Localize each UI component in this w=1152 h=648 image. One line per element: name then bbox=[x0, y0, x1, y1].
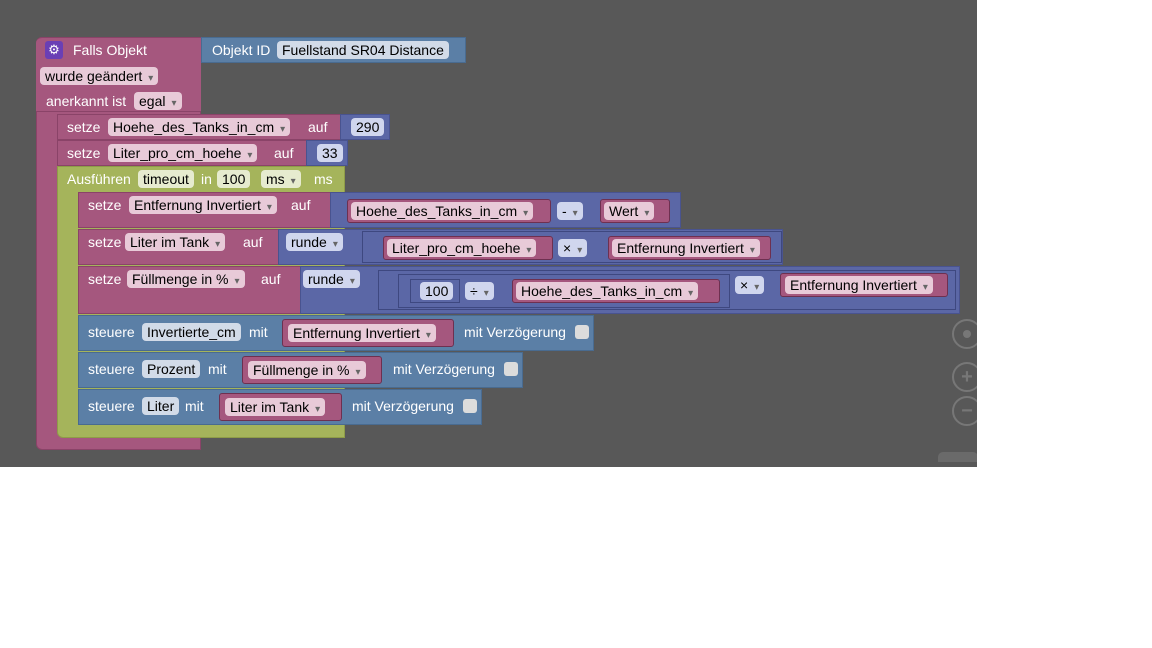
var-dropdown[interactable]: Entfernung Invertiert bbox=[129, 196, 277, 214]
delay-label: mit Verzögerung bbox=[393, 361, 495, 377]
timeout-name-field[interactable]: timeout bbox=[138, 170, 194, 188]
delay-checkbox[interactable] bbox=[575, 325, 589, 339]
trash-icon[interactable] bbox=[938, 452, 977, 462]
event-label: Falls Objekt bbox=[73, 42, 147, 58]
ack-dropdown[interactable]: egal bbox=[134, 92, 182, 110]
var-dropdown[interactable]: Wert bbox=[604, 202, 655, 220]
var-dropdown[interactable]: Liter_pro_cm_hoehe bbox=[387, 239, 537, 257]
var-dropdown[interactable]: Liter_pro_cm_hoehe bbox=[108, 144, 258, 162]
delay-checkbox[interactable] bbox=[463, 399, 477, 413]
set-label: setze bbox=[88, 197, 122, 213]
var-dropdown[interactable]: Füllmenge in % bbox=[248, 361, 366, 379]
var-dropdown[interactable]: Hoehe_des_Tanks_in_cm bbox=[108, 118, 291, 136]
zoom-out-icon[interactable]: − bbox=[952, 396, 977, 426]
target-field[interactable]: Invertierte_cm bbox=[142, 323, 241, 341]
round-dropdown[interactable]: runde bbox=[286, 233, 343, 251]
set-label: setze bbox=[67, 145, 101, 161]
blockly-workspace[interactable]: ⚙ Falls Objekt Objekt ID Fuellstand SR04… bbox=[0, 0, 977, 467]
var-dropdown[interactable]: Liter im Tank bbox=[225, 398, 326, 416]
var-dropdown[interactable]: Füllmenge in % bbox=[127, 270, 245, 288]
zoom-in-icon[interactable]: + bbox=[952, 362, 977, 392]
set-label: setze bbox=[88, 234, 122, 250]
set-label: setze bbox=[88, 271, 122, 287]
auf-label: auf bbox=[308, 119, 328, 135]
operator-dropdown[interactable]: × bbox=[558, 239, 588, 257]
var-dropdown[interactable]: Hoehe_des_Tanks_in_cm bbox=[516, 282, 699, 300]
var-dropdown[interactable]: Entfernung Invertiert bbox=[612, 239, 760, 257]
delay-checkbox[interactable] bbox=[504, 362, 518, 376]
mit-label: mit bbox=[249, 324, 268, 340]
operator-dropdown[interactable]: ÷ bbox=[465, 282, 494, 300]
delay-label: mit Verzögerung bbox=[352, 398, 454, 414]
number-field[interactable]: 290 bbox=[351, 118, 385, 136]
object-id-field[interactable]: Fuellstand SR04 Distance bbox=[277, 41, 449, 59]
timeout-unit-label: ms bbox=[314, 171, 333, 187]
timeout-in-label: in bbox=[201, 171, 212, 187]
timeout-label: Ausführen bbox=[67, 171, 131, 187]
target-field[interactable]: Prozent bbox=[142, 360, 201, 378]
target-field[interactable]: Liter bbox=[142, 397, 180, 415]
var-dropdown[interactable]: Entfernung Invertiert bbox=[785, 276, 933, 294]
auf-label: auf bbox=[274, 145, 294, 161]
delay-label: mit Verzögerung bbox=[464, 324, 566, 340]
number-field[interactable]: 100 bbox=[420, 282, 454, 300]
control-label: steuere bbox=[88, 361, 135, 377]
auf-label: auf bbox=[243, 234, 263, 250]
mit-label: mit bbox=[185, 398, 204, 414]
number-field[interactable]: 33 bbox=[317, 144, 343, 162]
operator-dropdown[interactable]: - bbox=[557, 202, 583, 220]
auf-label: auf bbox=[261, 271, 281, 287]
recenter-icon[interactable] bbox=[952, 319, 977, 349]
control-label: steuere bbox=[88, 398, 135, 414]
var-dropdown[interactable]: Hoehe_des_Tanks_in_cm bbox=[351, 202, 534, 220]
control-label: steuere bbox=[88, 324, 135, 340]
operator-dropdown[interactable]: × bbox=[735, 276, 765, 294]
gear-icon[interactable]: ⚙ bbox=[45, 41, 63, 59]
timeout-delay-field[interactable]: 100 bbox=[217, 170, 251, 188]
object-id-label: Objekt ID bbox=[212, 42, 271, 58]
round-dropdown[interactable]: runde bbox=[303, 270, 360, 288]
changed-dropdown[interactable]: wurde geändert bbox=[40, 67, 159, 85]
set-label: setze bbox=[67, 119, 101, 135]
var-dropdown[interactable]: Liter im Tank bbox=[125, 233, 226, 251]
mit-label: mit bbox=[208, 361, 227, 377]
ack-label: anerkannt ist bbox=[46, 93, 127, 109]
timeout-unit-dropdown[interactable]: ms bbox=[261, 170, 301, 188]
var-dropdown[interactable]: Entfernung Invertiert bbox=[288, 324, 436, 342]
auf-label: auf bbox=[291, 197, 311, 213]
